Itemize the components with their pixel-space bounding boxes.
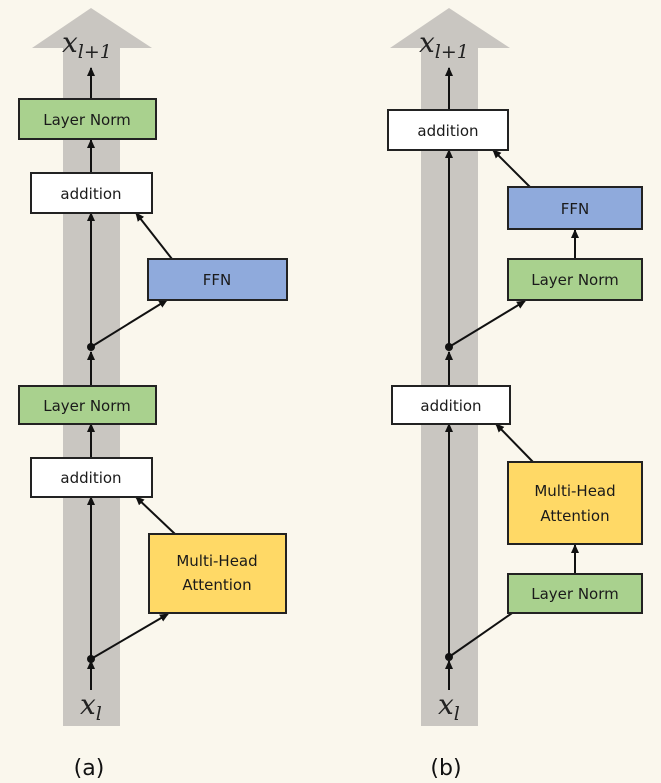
attention-a-line2: Attention (182, 576, 251, 594)
addition-mid-b-label: addition (420, 397, 481, 415)
caption-b: (b) (430, 756, 461, 781)
arrow-attention-to-addition-a (135, 496, 176, 535)
attention-box-a: Multi-Head Attention (148, 533, 287, 614)
arrow-branch-to-layernorm-upper-b (448, 300, 526, 348)
layer-norm-top-a: Layer Norm (18, 98, 157, 140)
ffn-box-a: FFN (147, 258, 288, 301)
layer-norm-mid-a: Layer Norm (18, 385, 157, 425)
attention-box-b: Multi-Head Attention (507, 461, 643, 545)
layer-norm-upper-b: Layer Norm (507, 258, 643, 301)
layer-norm-upper-b-label: Layer Norm (531, 271, 619, 289)
attention-b-line2: Attention (540, 507, 609, 525)
attention-b-line1: Multi-Head (534, 482, 615, 500)
ffn-a-label: FFN (203, 271, 231, 289)
residual-stream-arrowhead-b (390, 8, 510, 48)
addition-top-a: addition (30, 172, 153, 214)
output-label-a: xl+1 (62, 26, 112, 63)
arrow-ffn-to-addition-b (492, 149, 531, 188)
caption-a: (a) (74, 756, 105, 781)
residual-stream-arrowhead-a (32, 8, 152, 48)
output-label-b: xl+1 (419, 26, 469, 63)
addition-bottom-a: addition (30, 457, 153, 498)
layer-norm-lower-b-label: Layer Norm (531, 585, 619, 603)
arrow-ffn-to-addition-a (135, 212, 173, 260)
addition-top-a-label: addition (60, 185, 121, 203)
arrow-branch-to-attention-a (90, 613, 169, 660)
arrow-attention-to-addition-b (495, 423, 534, 463)
panel-a: Layer Norm addition FFN Layer Norm addit… (18, 8, 288, 781)
layer-norm-lower-b: Layer Norm (507, 573, 643, 614)
addition-bottom-a-label: addition (60, 469, 121, 487)
addition-top-b-label: addition (417, 122, 478, 140)
input-label-a: xl (80, 688, 102, 725)
ffn-box-b: FFN (507, 186, 643, 230)
layer-norm-top-a-label: Layer Norm (43, 111, 131, 129)
addition-mid-b: addition (391, 385, 511, 425)
input-label-b: xl (438, 688, 460, 725)
layer-norm-mid-a-label: Layer Norm (43, 397, 131, 415)
addition-top-b: addition (387, 109, 509, 151)
ffn-b-label: FFN (561, 200, 589, 218)
panel-b: addition FFN Layer Norm addition Multi-H… (387, 8, 643, 781)
arrow-branch-to-ffn-a (90, 299, 168, 348)
attention-a-line1: Multi-Head (176, 552, 257, 570)
